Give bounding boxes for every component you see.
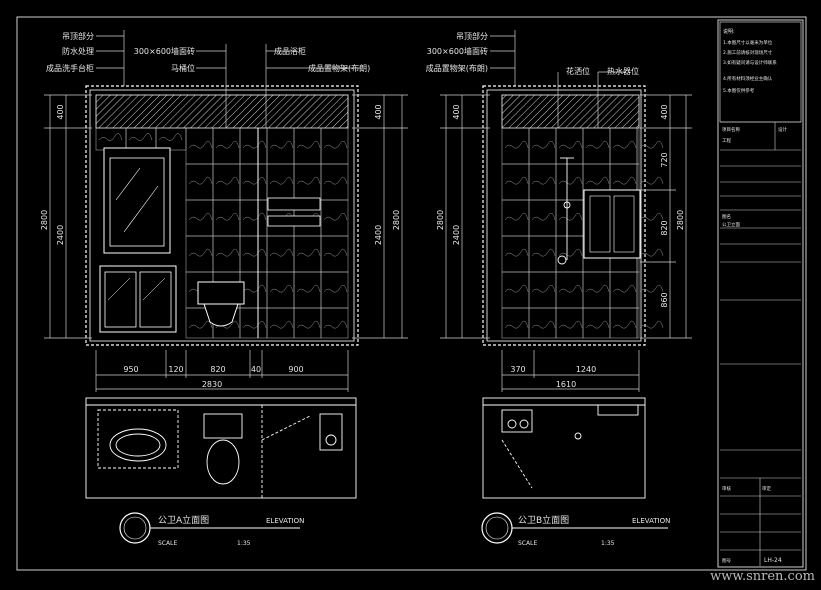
- shower-fixture: [557, 157, 574, 265]
- elevation-a-label: ELEVATION: [266, 517, 304, 525]
- tb-row-3-b: 审定: [762, 485, 771, 492]
- dim-a-right-2800: 2800: [392, 210, 401, 230]
- dim-a-120: 120: [168, 365, 183, 374]
- label-waterproof-a: 防水处理: [62, 46, 94, 56]
- dim-a-total: 2830: [202, 380, 222, 389]
- label-shower-b: 花洒位: [566, 66, 590, 76]
- dim-a-950: 950: [123, 365, 138, 374]
- towel-rack: [267, 197, 321, 227]
- label-toilet-a: 马桶位: [171, 63, 195, 73]
- dim-b-right-400: 400: [660, 104, 669, 119]
- dim-b-right-820: 820: [660, 220, 669, 235]
- tb-row-0-a: 项目名称: [722, 126, 740, 133]
- dim-b-total: 1610: [556, 380, 576, 389]
- scale-b-label: SCALE: [518, 540, 537, 547]
- tb-note-2: 2.施工前请核对现场尺寸: [723, 49, 773, 56]
- title-block-frame: [717, 19, 804, 568]
- title-tag-b: 公卫B立面图 ELEVATION SCALE 1:35: [481, 512, 670, 547]
- tb-row-1-a: 工程: [722, 137, 731, 144]
- vanity-cabinet: [99, 265, 177, 333]
- dim-a-right-2400: 2400: [374, 225, 383, 245]
- tb-row-2-a: 图名: [722, 213, 731, 220]
- tb-row-3-a: 审核: [722, 485, 731, 492]
- tb-note-4: 4.所有材料须经业主确认: [723, 75, 773, 82]
- sheet-border: [16, 16, 807, 571]
- dim-b-right-2800: 2800: [676, 210, 685, 230]
- elevation-b: 吊顶部分 300×600墙面砖 成品置物架(布朗) 花洒位 热水器位 400 2…: [426, 30, 692, 547]
- tb-row-0-b: 设计: [778, 126, 787, 133]
- dim-b-right-720: 720: [660, 152, 669, 167]
- plan-view-a: [85, 397, 357, 499]
- title-block: 说明: 1.本图尺寸以毫米为单位 2.施工前请核对现场尺寸 3.如有疑问请与设计…: [719, 21, 802, 566]
- label-shelf-b: 成品置物架(布朗): [426, 63, 488, 73]
- label-ceiling-a: 吊顶部分: [62, 31, 94, 41]
- scale-a-value: 1:35: [237, 540, 251, 547]
- dim-a-820: 820: [210, 365, 225, 374]
- tb-note-5: 5.本图仅供参考: [723, 87, 755, 94]
- dim-a-left-2800: 2800: [40, 210, 49, 230]
- scale-a-label: SCALE: [158, 540, 177, 547]
- dim-a-left-2400: 2400: [56, 225, 65, 245]
- tb-note-1: 1.本图尺寸以毫米为单位: [723, 39, 773, 46]
- dim-b-left-2800: 2800: [436, 210, 445, 230]
- ceiling-hatch-a: [95, 94, 349, 129]
- dim-b-left-2400: 2400: [452, 225, 461, 245]
- tb-note-0: 说明:: [723, 28, 735, 35]
- dim-a-900: 900: [288, 365, 303, 374]
- leaders-a: [96, 30, 362, 128]
- label-heater-b: 热水器位: [607, 66, 639, 76]
- elevation-a: 吊顶部分 防水处理 成品洗手台柜 300×600墙面砖 马桶位 成品浴柜 成品置…: [40, 30, 408, 547]
- water-heater: [583, 189, 641, 259]
- ceiling-hatch-b: [501, 94, 640, 129]
- label-vanity-a: 成品洗手台柜: [46, 63, 94, 73]
- title-b: 公卫B立面图: [518, 514, 569, 526]
- tb-note-3: 3.如有疑问请与设计师联系: [723, 59, 777, 66]
- watermark: www.snren.com: [710, 569, 815, 584]
- dim-a-40: 40: [251, 365, 261, 374]
- dim-a-right-400: 400: [374, 104, 383, 119]
- label-tile-b: 300×600墙面砖: [427, 46, 488, 56]
- label-shelf-a: 成品置物架(布朗): [308, 63, 370, 73]
- scale-b-value: 1:35: [601, 540, 615, 547]
- tile-wall-b: [501, 127, 664, 339]
- label-tile-a: 300×600墙面砖: [134, 46, 195, 56]
- elev-a-outline: [85, 85, 359, 346]
- dim-a-left-400: 400: [56, 104, 65, 119]
- plan-view-b: [482, 397, 646, 499]
- dim-b-370: 370: [510, 365, 525, 374]
- title-tag-a: 公卫A立面图 ELEVATION SCALE 1:35: [119, 512, 304, 547]
- mirror: [103, 147, 171, 254]
- label-ceiling-b: 吊顶部分: [456, 31, 488, 41]
- dim-b-left-400: 400: [452, 104, 461, 119]
- tb-row-2-b: 公卫立面: [722, 221, 740, 228]
- elevation-b-label: ELEVATION: [632, 517, 670, 525]
- dim-b-right-860: 860: [660, 292, 669, 307]
- elev-b-outline: [482, 85, 646, 346]
- drawing-number: LH-24: [764, 557, 782, 564]
- tb-row-4-a: 图号: [722, 558, 731, 564]
- dim-b-1240: 1240: [576, 365, 596, 374]
- title-a: 公卫A立面图: [158, 514, 209, 526]
- toilet-elevation: [197, 281, 245, 327]
- label-cabinet-a: 成品浴柜: [274, 46, 306, 56]
